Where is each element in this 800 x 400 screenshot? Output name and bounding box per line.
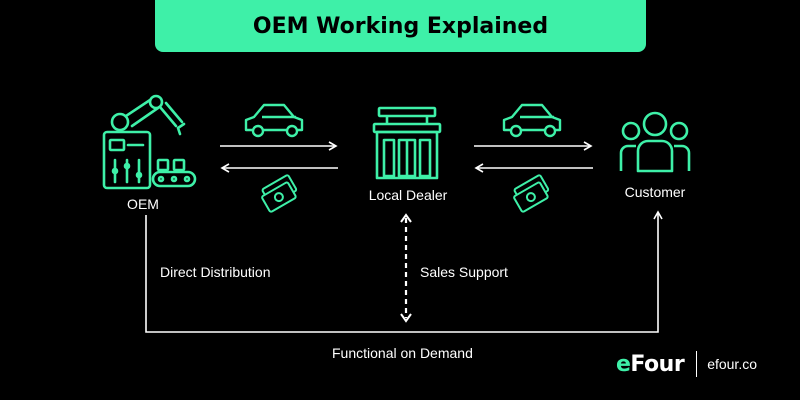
title-banner: OEM Working Explained xyxy=(155,0,646,52)
functional-on-demand-label: Functional on Demand xyxy=(332,345,473,361)
factory-robot-icon xyxy=(102,94,197,190)
direct-distribution-label: Direct Distribution xyxy=(160,264,271,280)
money-icon xyxy=(261,174,298,213)
efour-logo: eFour xyxy=(616,351,685,377)
sales-support-arrowhead-up xyxy=(400,213,412,223)
money-icon xyxy=(513,174,550,213)
brand-url: efour.co xyxy=(707,356,758,372)
car-icon xyxy=(502,103,562,138)
direct-distribution-connector xyxy=(145,210,663,333)
brand-divider xyxy=(696,351,698,377)
brand-footer: eFour efour.co xyxy=(616,346,786,382)
shop-icon xyxy=(372,106,442,180)
customer-label: Customer xyxy=(624,184,686,200)
sales-support-label: Sales Support xyxy=(420,264,508,280)
car-icon xyxy=(244,103,304,138)
oem-label: OEM xyxy=(127,196,159,212)
sales-support-arrowhead-down xyxy=(400,313,412,323)
local-dealer-label: Local Dealer xyxy=(368,187,448,203)
page-title: OEM Working Explained xyxy=(252,13,549,39)
customer-group-icon xyxy=(619,111,691,173)
